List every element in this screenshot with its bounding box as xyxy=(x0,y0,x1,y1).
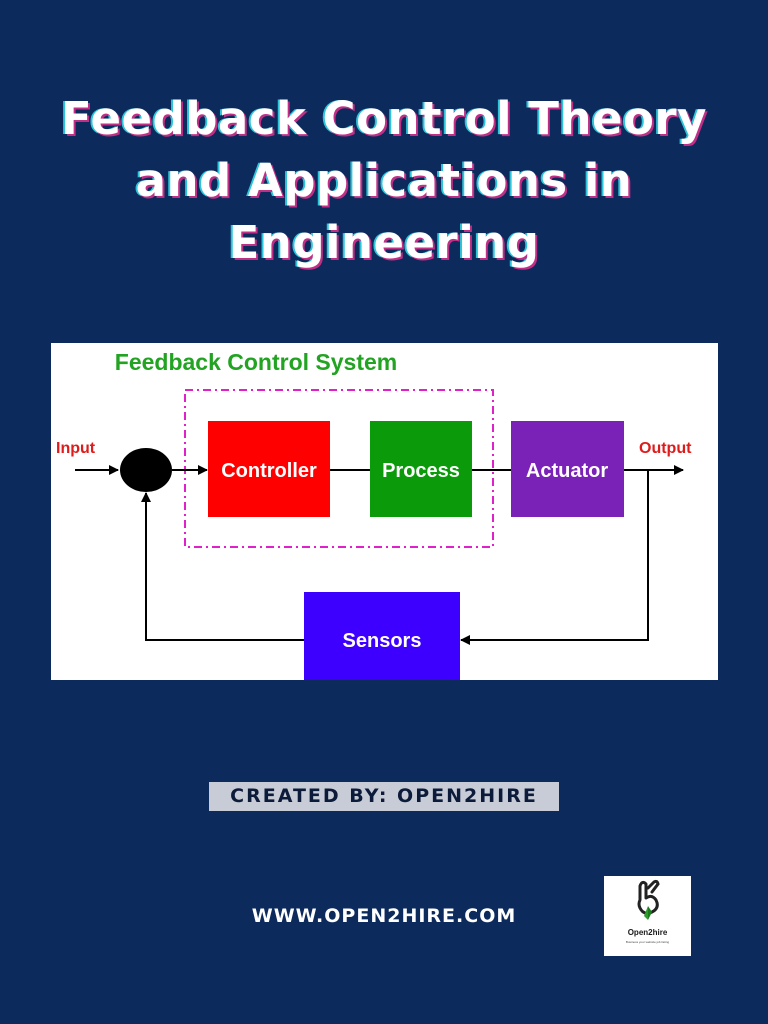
actuator-block xyxy=(511,421,624,517)
feedback-control-diagram: Feedback Control System Input Controller… xyxy=(51,343,718,680)
sensors-block xyxy=(304,592,460,680)
controller-block xyxy=(208,421,330,517)
page-title: Feedback Control Theory and Applications… xyxy=(0,88,768,274)
actuator-label: Actuator xyxy=(526,460,608,482)
website-url: WWW.OPEN2HIRE.COM xyxy=(251,905,517,927)
hand-ok-icon xyxy=(637,879,660,920)
process-block xyxy=(370,421,472,517)
feedback-system-boundary xyxy=(184,389,494,548)
input-label: Input xyxy=(56,440,96,457)
feedback-path-to-junction xyxy=(141,492,304,641)
title-line-3: Engineering xyxy=(228,216,540,269)
output-label: Output xyxy=(639,440,692,457)
open2hire-logo: Open2hire Business your website job list… xyxy=(604,876,691,956)
diagram-svg: Feedback Control System Input Controller… xyxy=(56,349,692,680)
sensors-label: Sensors xyxy=(343,630,422,652)
feedback-path-to-sensors xyxy=(460,470,649,645)
title-line-2: and Applications in xyxy=(135,154,633,207)
logo-name: Open2hire xyxy=(627,928,668,937)
created-by-badge: CREATED BY: OPEN2HIRE xyxy=(209,782,559,811)
title-line-1: Feedback Control Theory xyxy=(61,92,707,145)
logo-tagline: Business your website job listing xyxy=(625,940,670,944)
diagram-heading: Feedback Control System xyxy=(115,349,397,375)
controller-label: Controller xyxy=(221,460,317,482)
process-label: Process xyxy=(382,460,460,482)
summing-junction xyxy=(120,448,172,492)
